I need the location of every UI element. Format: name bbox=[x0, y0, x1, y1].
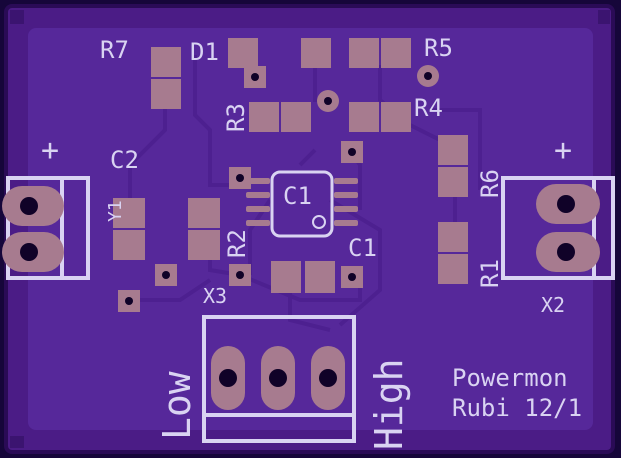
label-high: High bbox=[367, 358, 411, 450]
pad-r2-b bbox=[188, 230, 220, 260]
label-x3: X3 bbox=[203, 284, 227, 308]
label-c2: C2 bbox=[110, 146, 139, 174]
connector-left-hole-2 bbox=[20, 243, 38, 261]
ic-pin-r4 bbox=[334, 220, 358, 226]
label-plus-left: + bbox=[41, 133, 59, 168]
pad-r3-b bbox=[281, 102, 311, 132]
label-d1: D1 bbox=[190, 38, 219, 66]
ic-pin-l4 bbox=[246, 220, 270, 226]
pad-y1-b bbox=[113, 230, 145, 260]
ic-c1 bbox=[246, 170, 358, 238]
connector-left-hole-1 bbox=[20, 197, 38, 215]
ic-pin-l3 bbox=[246, 206, 270, 212]
connector-left-outline bbox=[6, 176, 90, 280]
label-r7: R7 bbox=[100, 36, 129, 64]
smd-pads bbox=[113, 38, 468, 293]
pad-r4-a bbox=[349, 102, 379, 132]
connector-bottom-hole-1 bbox=[219, 369, 237, 387]
pad-r1-a bbox=[438, 222, 468, 252]
ic-pin1-marker bbox=[312, 215, 326, 229]
label-title-line1: Powermon bbox=[452, 364, 568, 392]
pad-r5-c bbox=[381, 38, 411, 68]
label-r1: R1 bbox=[476, 259, 504, 288]
label-r6: R6 bbox=[476, 169, 504, 198]
label-c1-cap: C1 bbox=[348, 234, 377, 262]
pad-r7-b bbox=[151, 79, 181, 109]
pad-r5-b bbox=[349, 38, 379, 68]
connector-bottom-hole-3 bbox=[319, 369, 337, 387]
ic-body-outline bbox=[270, 170, 334, 238]
ic-pin-r2 bbox=[334, 192, 358, 198]
pad-d1 bbox=[228, 38, 258, 68]
label-title-line2: Rubi 12/1 bbox=[452, 394, 582, 422]
connector-right-outline bbox=[501, 176, 615, 280]
vias bbox=[118, 65, 439, 312]
label-plus-right: + bbox=[554, 133, 572, 168]
connector-right-hole-1 bbox=[557, 195, 575, 213]
ic-pin-r1 bbox=[334, 178, 358, 184]
pad-c1-b bbox=[305, 261, 335, 293]
label-low: Low bbox=[155, 371, 199, 440]
pad-c1-a bbox=[271, 261, 301, 293]
pad-y1-a bbox=[113, 198, 145, 228]
board-corner-tr bbox=[598, 10, 610, 24]
ic-pin-r3 bbox=[334, 206, 358, 212]
pad-r6-a bbox=[438, 135, 468, 165]
pad-r5-a bbox=[301, 38, 331, 68]
pad-r4-b bbox=[381, 102, 411, 132]
label-r2: R2 bbox=[223, 229, 251, 258]
ic-pin-l1 bbox=[246, 178, 270, 184]
connector-left bbox=[2, 176, 90, 280]
board-corner-bl bbox=[10, 436, 24, 448]
pad-r2-a bbox=[188, 198, 220, 228]
connector-right bbox=[501, 176, 615, 280]
pad-r6-b bbox=[438, 167, 468, 197]
connector-bottom-hole-2 bbox=[269, 369, 287, 387]
label-c1-ic: C1 bbox=[283, 182, 312, 210]
ic-pin-l2 bbox=[246, 192, 270, 198]
pad-r3-a bbox=[249, 102, 279, 132]
board-corner-tl bbox=[10, 10, 24, 24]
copper-pour bbox=[28, 28, 593, 430]
pad-r1-b bbox=[438, 254, 468, 284]
label-r5: R5 bbox=[424, 34, 453, 62]
label-y1: Y1 bbox=[105, 200, 126, 222]
connector-right-hole-2 bbox=[557, 243, 575, 261]
connector-bottom bbox=[202, 315, 356, 443]
label-x2: X2 bbox=[541, 293, 565, 317]
label-r4: R4 bbox=[414, 94, 443, 122]
label-r3: R3 bbox=[222, 103, 250, 132]
connector-bottom-outline bbox=[202, 315, 356, 443]
pad-r7-a bbox=[151, 47, 181, 77]
